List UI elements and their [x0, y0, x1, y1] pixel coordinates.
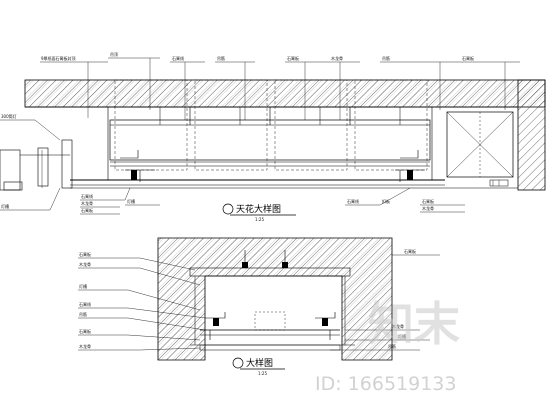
left-callout-1: 300筒灯	[1, 113, 17, 119]
detail-left-callout-1: 石膏板	[79, 251, 91, 257]
top-section-scale: 1:25	[255, 217, 264, 222]
detail-section-title: 大样图	[246, 357, 273, 369]
detail-right-callout-1: 石膏板	[404, 248, 416, 254]
bottom-callout-2: 木龙骨	[81, 200, 93, 206]
top-callout-5: 石膏板	[287, 55, 299, 61]
top-callout-8: 石膏板	[462, 55, 474, 61]
detail-left-callout-3: 灯槽	[79, 283, 87, 289]
watermark: 知末 ID: 166519133	[315, 297, 460, 395]
bottom-callout-4: 灯槽	[127, 198, 135, 204]
watermark-id: ID: 166519133	[315, 373, 456, 395]
detail-left-callout-2: 木龙骨	[79, 261, 91, 267]
top-callout-6: 木龙骨	[331, 55, 343, 61]
bottom-right-callout-1: 石膏板	[422, 198, 434, 204]
right-wall	[517, 79, 546, 191]
top-callout-4: 吊筋	[217, 55, 225, 61]
detail-section-scale: 1:25	[258, 371, 267, 376]
detail-right-callout-2: 木龙骨	[392, 323, 404, 329]
watermark-logo: 知末	[368, 297, 460, 351]
left-callout-2: 灯槽	[1, 203, 9, 209]
bottom-right-callout-2: 木龙骨	[422, 205, 434, 211]
detail-right-callout-4: 吊筋	[388, 343, 396, 349]
detail-left-callout-5: 吊筋	[79, 311, 87, 317]
detail-left-callout-4: 石膏线	[79, 301, 91, 307]
bottom-callout-1: 石膏线	[81, 193, 93, 199]
top-callout-1: 9厚纸面石膏板封顶	[41, 55, 76, 61]
top-section-title: 天花大样图	[236, 203, 281, 215]
ceiling-detail-section: 9厚纸面石膏板封顶 吊顶 石膏线 吊筋 石膏板 木龙骨 吊筋 石膏板 300筒灯…	[0, 52, 546, 222]
top-callout-2: 吊顶	[110, 52, 118, 57]
bottom-callout-5: 石膏线	[347, 198, 359, 204]
bottom-callout-6: 扣板	[382, 198, 390, 204]
detail-section: 石膏板 木龙骨 灯槽 石膏线 吊筋 石膏板 木龙骨 石膏板 木龙骨 灯槽 吊筋 …	[78, 237, 440, 376]
detail-marker-icon	[232, 357, 244, 369]
detail-right-callout-3: 灯槽	[398, 333, 406, 339]
detail-left-callout-6: 石膏板	[79, 328, 91, 334]
bottom-callout-3: 石膏板	[81, 207, 93, 213]
detail-left-callout-7: 木龙骨	[79, 343, 91, 349]
section-marker-icon	[222, 203, 234, 215]
top-callout-7: 吊筋	[382, 55, 390, 61]
top-callout-3: 石膏线	[172, 55, 184, 61]
